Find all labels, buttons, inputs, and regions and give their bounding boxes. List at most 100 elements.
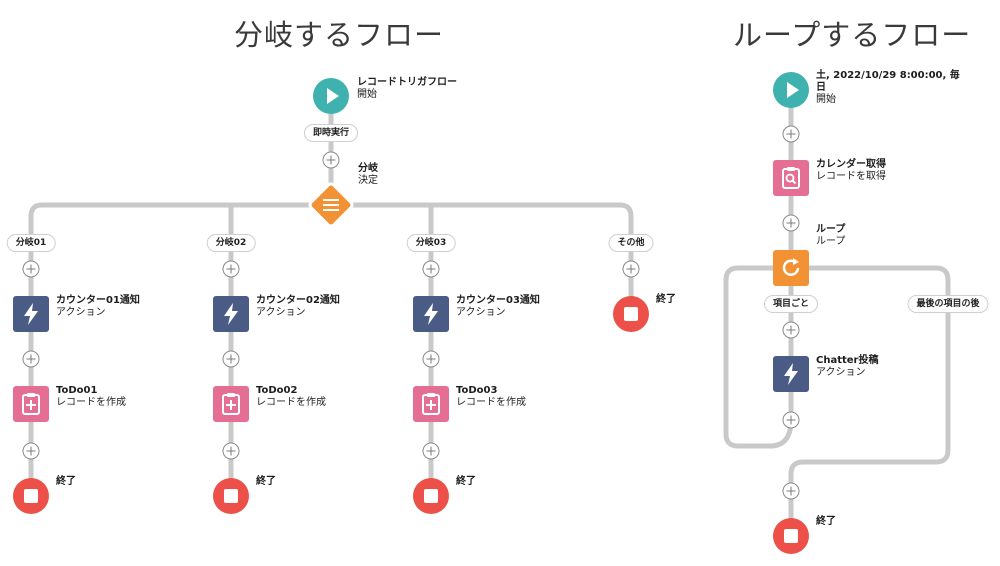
add-element-plus-icon[interactable] [222,260,240,278]
add-element-plus-icon[interactable] [622,260,640,278]
start-node-label: レコードトリガフロー 開始 [357,77,457,101]
add-element-plus-icon[interactable] [222,442,240,460]
end-node-name: 終了 [456,476,476,487]
end-node-label: 終了 [256,476,276,488]
create-record-node[interactable] [213,386,249,422]
action-node-label: カウンター01通知 アクション [56,295,140,319]
end-node-label: 終了 [456,476,476,488]
clipboard-search-icon [782,167,800,189]
create-record-node-label: ToDo03 レコードを作成 [456,385,526,409]
end-node[interactable] [413,478,449,514]
add-element-plus-icon[interactable] [322,151,340,169]
clipboard-add-icon [422,393,440,415]
add-element-plus-icon[interactable] [22,260,40,278]
add-element-plus-icon[interactable] [782,214,800,232]
start-node[interactable] [313,78,349,114]
record-node-type: レコードを作成 [456,397,526,408]
action-node-name: カウンター03通知 [456,295,540,306]
action-node-name: カウンター02通知 [256,295,340,306]
start-node[interactable] [773,72,809,108]
record-node-name: ToDo03 [456,385,498,396]
end-node[interactable] [213,478,249,514]
create-record-node[interactable] [413,386,449,422]
chatter-post-label: Chatter投稿 アクション [816,355,878,379]
for-each-item-pill[interactable]: 項目ごと [763,295,819,313]
immediate-run-pill[interactable]: 即時実行 [303,124,359,142]
action-node-name: Chatter投稿 [816,355,879,366]
get-records-label: カレンダー取得 レコードを取得 [816,159,886,183]
play-icon [787,82,799,98]
decision-node[interactable] [306,180,356,230]
add-element-plus-icon[interactable] [422,442,440,460]
decision-node-type: 決定 [358,175,378,186]
end-node-name: 終了 [656,294,676,305]
end-node[interactable] [13,478,49,514]
start-node-type: 開始 [816,94,836,105]
add-element-plus-icon[interactable] [782,482,800,500]
lightning-icon [784,363,798,385]
loop-node-type: ループ [816,236,846,247]
record-node-name: ToDo02 [256,385,298,396]
after-last-item-pill[interactable]: 最後の項目の後 [907,295,989,313]
stop-icon [624,307,638,321]
loop-icon [782,259,800,276]
stop-icon [24,489,38,503]
end-node-name: 終了 [256,476,276,487]
record-node-type: レコードを作成 [56,397,126,408]
stop-icon [424,489,438,503]
branch-pill[interactable]: その他 [608,234,654,252]
stop-icon [224,489,238,503]
clipboard-add-icon [222,393,240,415]
decision-node-name: 分岐 [358,163,378,174]
schedule-start-label: 土, 2022/10/29 8:00:00, 毎 日 開始 [816,70,960,106]
end-node-name: 終了 [816,516,836,527]
add-element-plus-icon[interactable] [782,321,800,339]
left-flow-title: 分岐するフロー [234,18,445,52]
action-node[interactable] [413,296,449,332]
right-flow-title: ループするフロー [733,18,972,52]
add-element-plus-icon[interactable] [782,411,800,429]
action-node[interactable] [213,296,249,332]
decision-icon [323,199,339,211]
record-node-type: レコードを作成 [256,397,326,408]
end-node[interactable] [773,518,809,554]
create-record-node[interactable] [13,386,49,422]
branch-pill[interactable]: 分岐03 [406,234,456,252]
start-node-name: レコードトリガフロー [357,77,457,88]
clipboard-add-icon [22,393,40,415]
action-node[interactable] [13,296,49,332]
start-node-type: 開始 [357,89,377,100]
end-node-label: 終了 [816,516,836,528]
add-element-plus-icon[interactable] [22,350,40,368]
action-node-type: アクション [56,307,106,318]
action-node-type: アクション [456,307,506,318]
branch-pill[interactable]: 分岐02 [206,234,256,252]
create-record-node-label: ToDo02 レコードを作成 [256,385,326,409]
add-element-plus-icon[interactable] [22,442,40,460]
get-records-type: レコードを取得 [816,171,886,182]
branch-pill[interactable]: 分岐01 [6,234,56,252]
add-element-plus-icon[interactable] [422,260,440,278]
stop-icon [784,529,798,543]
action-node-type: アクション [256,307,306,318]
loop-node[interactable] [773,250,809,286]
end-node-label: 終了 [56,476,76,488]
start-node-name: 土, 2022/10/29 8:00:00, 毎 [816,70,960,81]
add-element-plus-icon[interactable] [422,350,440,368]
decision-node-label: 分岐 決定 [358,163,378,187]
lightning-icon [224,303,238,325]
play-icon [327,88,339,104]
action-node[interactable] [773,356,809,392]
action-node-label: カウンター02通知 アクション [256,295,340,319]
end-node[interactable] [613,296,649,332]
end-node-label: 終了 [656,294,676,306]
loop-node-label: ループ ループ [816,224,845,248]
add-element-plus-icon[interactable] [782,125,800,143]
start-node-name-line2: 日 [816,82,826,93]
action-node-label: カウンター03通知 アクション [456,295,540,319]
get-records-node[interactable] [773,160,809,196]
add-element-plus-icon[interactable] [222,350,240,368]
lightning-icon [424,303,438,325]
action-node-name: カウンター01通知 [56,295,140,306]
